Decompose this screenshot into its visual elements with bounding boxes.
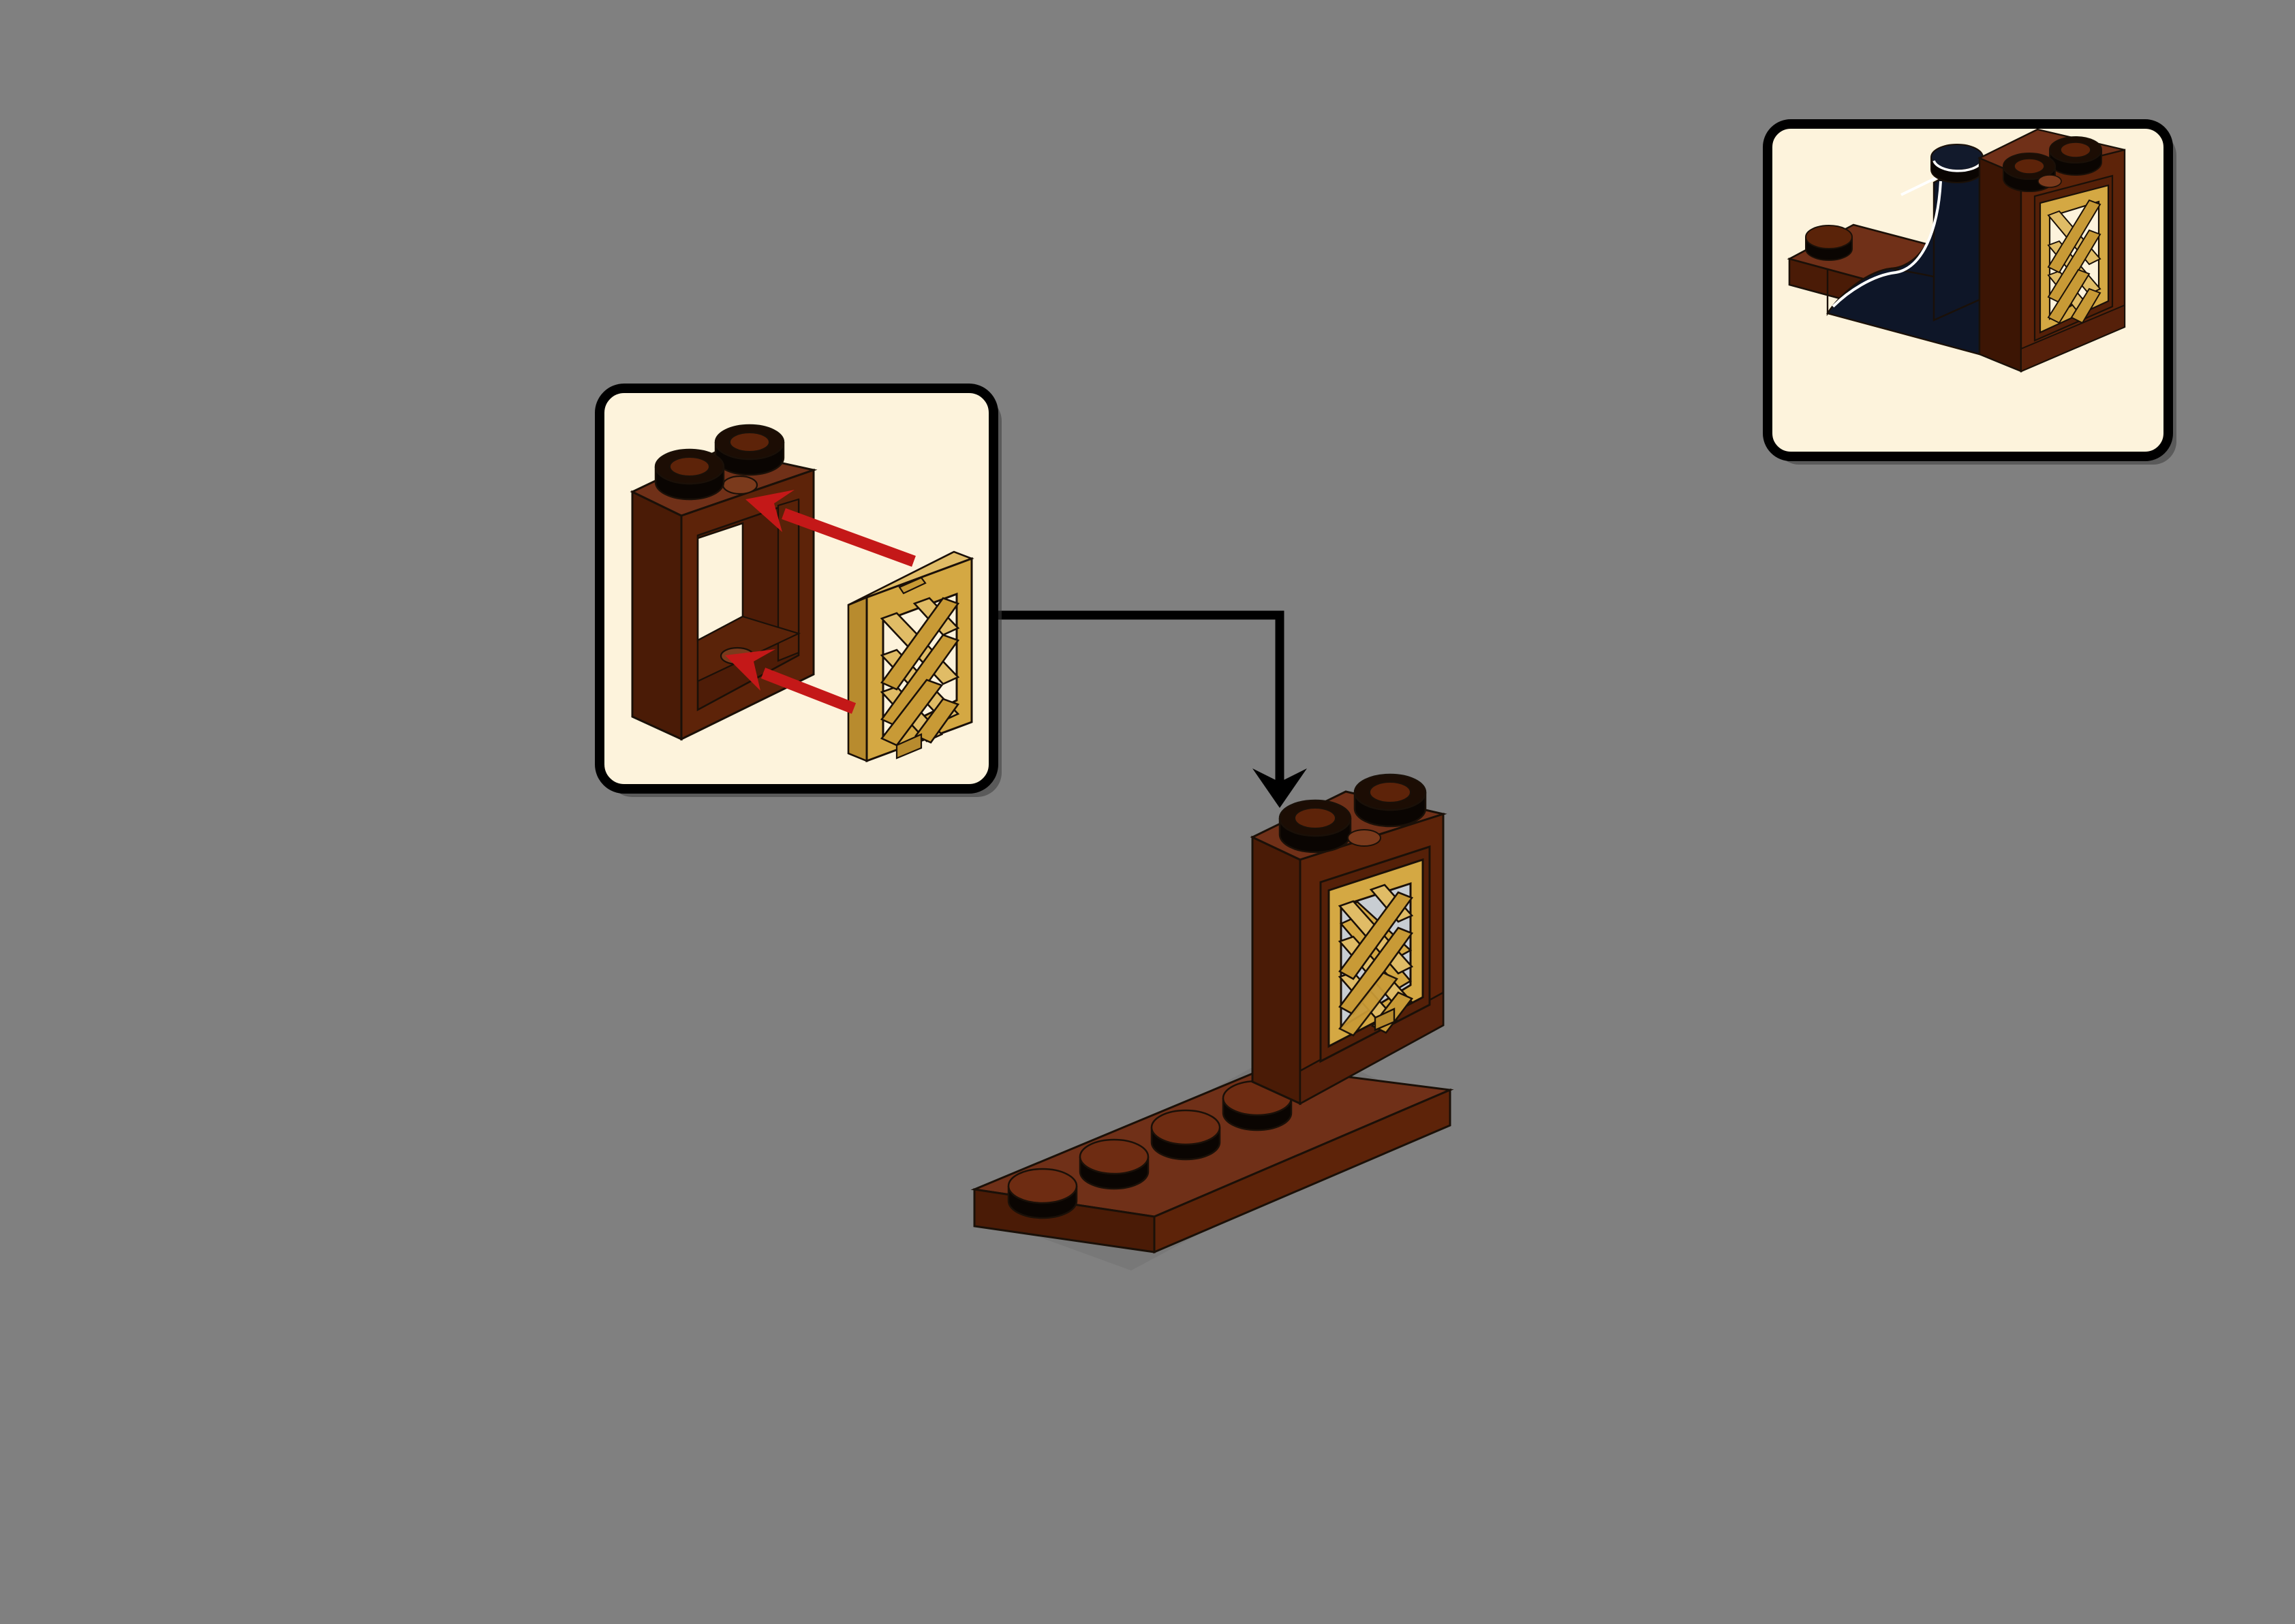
stud-bore-rear <box>1369 781 1411 803</box>
preview-stud-bore-rear <box>2060 142 2091 158</box>
preview-lattice <box>2039 184 2110 334</box>
base-plate-front-face <box>1153 1088 1451 1254</box>
main-assembly[interactable] <box>970 773 1454 1270</box>
preview-window-brick <box>1977 128 2126 373</box>
lattice-pane-installed <box>1327 858 1424 1048</box>
lattice-left-thickness <box>847 596 868 762</box>
lattice-window-pane[interactable] <box>847 550 974 763</box>
frame-left-face <box>631 490 683 741</box>
connector-line <box>994 610 1284 797</box>
frame-stud-bore-rear <box>729 432 770 452</box>
preview-brick-studs <box>2003 136 2102 192</box>
arrow-shaft-top <box>782 508 916 567</box>
frame-inner-bottom-ledge <box>696 615 801 683</box>
connector-arrowhead-icon <box>1252 768 1307 808</box>
frame-inner-right-wall <box>777 498 800 662</box>
upper-clip-hole <box>722 475 758 495</box>
top-pin-hole <box>1347 829 1381 847</box>
preview-plate-stud-top <box>1805 225 1853 249</box>
preview-top-pin-hole <box>2037 174 2062 188</box>
base-plate-studs <box>1007 1080 1293 1219</box>
frame-stud-bore-front <box>669 456 710 477</box>
preview-brick-left-face <box>1978 157 2022 373</box>
next-step-preview[interactable] <box>1763 119 2176 465</box>
stud-top-3 <box>1150 1109 1221 1146</box>
slope-stud-highlight <box>1932 160 1983 172</box>
window-brick-left-face <box>1251 835 1301 1106</box>
lattice-bars-diagonals <box>1338 884 1414 1037</box>
sub-assembly-callout[interactable] <box>595 384 1002 797</box>
lattice-top-clip <box>898 576 927 595</box>
window-brick-studs <box>1278 773 1427 854</box>
window-brick-with-lattice[interactable] <box>1250 773 1447 1106</box>
callout-to-assembly-connector <box>994 610 1307 808</box>
stud-bore-front <box>1294 807 1336 829</box>
lattice-bars <box>880 597 960 747</box>
lattice-bottom-clip-arrow <box>725 649 857 714</box>
window-frame-brick[interactable] <box>630 424 818 741</box>
stud-top-1 <box>1007 1168 1078 1204</box>
preview-stud-bore-front <box>2014 158 2045 174</box>
lattice-bottom-clip-tab <box>895 733 923 760</box>
slope-curve-highlight <box>1832 181 1942 308</box>
arrow-head-bottom-icon <box>725 649 775 691</box>
stud-top-2 <box>1079 1138 1150 1175</box>
assembly-arrows <box>725 490 916 714</box>
arrow-head-top-icon <box>745 490 795 532</box>
lattice-bottom-clip <box>1374 1008 1396 1031</box>
lattice-top-clip-arrow <box>745 490 916 567</box>
arrow-shaft-bottom <box>760 668 857 714</box>
preview-brick-bottom-strip <box>2020 304 2125 373</box>
frame-studs <box>654 424 785 501</box>
base-plate-1x6[interactable] <box>970 1065 1454 1254</box>
